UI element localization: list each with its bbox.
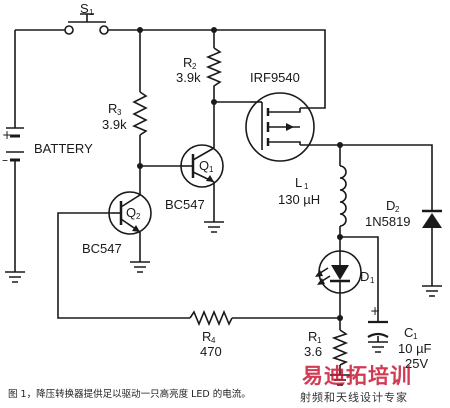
inductor-l1 [339,165,347,227]
r2-label: R [183,55,192,70]
d1-label-sub: 1 [370,276,375,285]
q2-label-sub: 2 [136,212,141,221]
r1-label-sub: 1 [317,336,322,345]
l1-value: 130 µH [278,192,320,207]
ground-c1 [368,341,388,353]
ground-q2 [130,261,150,273]
watermark-logo-text: 易迪拓培训 [302,364,412,388]
watermark-subtitle: 射频和天线设计专家 [300,391,408,404]
transistor-q1 [180,144,224,188]
ground-d2 [422,285,442,297]
c1-voltage: 25V [405,356,428,371]
c1-label-sub: 1 [413,332,418,341]
r1-label: R [308,329,317,344]
d1-label: D [360,269,369,284]
s1-label-sub: 1 [89,8,94,17]
r3-value: 3.9k [102,117,127,132]
junction-dots [137,27,343,321]
d2-type: 1N5819 [365,214,411,229]
r4-label-sub: 4 [211,336,216,345]
battery-symbol [6,127,24,162]
s1-label: S [80,1,89,16]
d2-label: D [386,198,395,213]
q1-label: Q [199,158,209,173]
q2-label: Q [126,205,136,220]
c1-value: 10 µF [398,341,432,356]
l1-label-sub: 1 [304,182,309,191]
q1-label-sub: 1 [209,165,214,174]
capacitor-c1 [367,320,389,338]
mosfet-label: IRF9540 [250,70,300,85]
c1-plus: + [370,304,380,318]
resistor-r4 [189,309,233,327]
diode-d2 [422,198,442,228]
led-d1 [315,250,362,296]
resistor-r3 [132,91,148,136]
l1-label: L [295,175,302,190]
r1-value: 3.6 [304,344,322,359]
r2-value: 3.9k [176,70,201,85]
r3-label-sub: 3 [117,108,122,117]
battery-plus: + [2,128,12,142]
mosfet-irf9540 [245,92,315,162]
ground-q1 [204,221,224,233]
ground-battery [5,271,25,283]
r4-label: R [202,329,211,344]
resistor-r2 [205,47,223,90]
r4-value: 470 [200,344,222,359]
r3-label: R [108,101,117,116]
q1-type: BC547 [165,197,205,212]
r2-label-sub: 2 [192,62,197,71]
wires [14,29,433,375]
resistor-r1 [331,329,349,366]
d2-label-sub: 2 [395,205,400,214]
switch-s1 [64,13,109,35]
ground-r1 [330,374,350,386]
figure-caption: 图 1，降压转换器提供足以驱动一只高亮度 LED 的电流。 [8,389,251,400]
q2-type: BC547 [82,241,122,256]
battery-label: BATTERY [34,141,93,156]
battery-minus: – [2,153,8,167]
c1-label: C [404,325,413,340]
transistor-q2 [108,191,152,235]
